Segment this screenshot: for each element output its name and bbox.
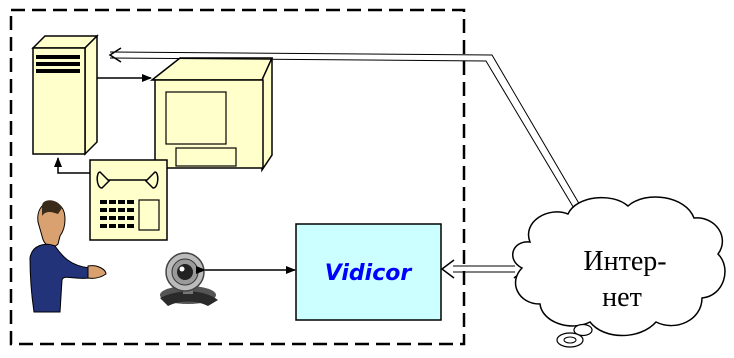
internet-label-line1: Интер-: [583, 246, 666, 277]
server-tower-icon: [31, 34, 99, 156]
crt-monitor-icon: [149, 57, 274, 173]
internet-cloud-icon: Интер- нет: [512, 196, 726, 348]
phone-to-server-connector: [54, 157, 90, 174]
webcam-icon: [160, 252, 218, 306]
vidicor-device: Vidicor: [295, 223, 442, 321]
local-site-boundary: [9, 8, 466, 346]
desk-telephone-icon: [89, 159, 168, 241]
person-icon: [29, 200, 107, 313]
vidicor-label: Vidicor: [325, 261, 413, 286]
vidicor-to-internet-connector: [440, 259, 528, 279]
internet-label-line2: нет: [602, 282, 642, 313]
